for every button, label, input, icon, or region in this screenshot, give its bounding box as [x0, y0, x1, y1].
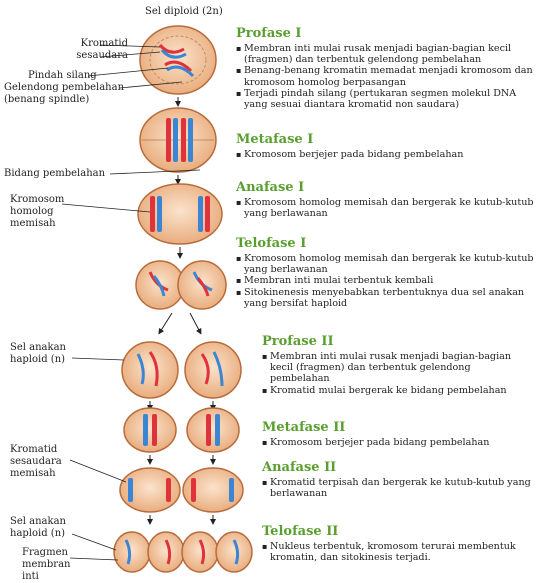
phase-item: Benang-benang kromatin memadat menjadi k… [236, 65, 536, 87]
phase-item: Kromosom berjejer pada bidang pembelahan [236, 149, 536, 160]
phase-anafase-1: Anafase I Kromosom homolog memisah dan b… [236, 180, 536, 219]
cell-telofase-1 [136, 261, 226, 309]
phase-telofase-2: Telofase II Nukleus terbentuk, kromosom … [262, 524, 532, 563]
phase-title: Telofase II [262, 524, 532, 539]
phase-title: Anafase I [236, 180, 536, 195]
cell-profase-1 [140, 26, 216, 94]
phase-title: Profase II [262, 334, 532, 349]
label-gelendong: Gelendong pembelahan (benang spindle) [4, 82, 136, 106]
phase-title: Metafase II [262, 420, 532, 435]
label-kromatid-memisah: Kromatid sesaudara memisah [10, 444, 74, 480]
label-sel-anakan-2: Sel anakan haploid (n) [10, 516, 78, 540]
phase-item: Sitokinenesis menyebabkan terbentuknya d… [236, 287, 536, 309]
phase-title: Telofase I [236, 236, 536, 251]
phase-item: Membran inti mulai rusak menjadi bagian-… [236, 43, 536, 65]
cell-metafase-1 [140, 108, 216, 172]
phase-item: Kromosom homolog memisah dan bergerak ke… [236, 253, 536, 275]
phase-item: Kromosom berjejer pada bidang pembelahan [262, 437, 532, 448]
phase-profase-1: Profase I Membran inti mulai rusak menja… [236, 26, 536, 110]
diagram-title: Sel diploid (2n) [145, 6, 223, 17]
label-sel-anakan-1: Sel anakan haploid (n) [10, 342, 78, 366]
phase-item: Kromatid mulai bergerak ke bidang pembel… [262, 385, 532, 396]
phase-item: Kromosom homolog memisah dan bergerak ke… [236, 197, 536, 219]
cells-telofase-2 [114, 532, 252, 572]
cell-anafase-1 [138, 184, 222, 244]
phase-item: Nukleus terbentuk, kromosom terurai memb… [262, 541, 532, 563]
cells-metafase-2 [124, 408, 239, 452]
phase-metafase-2: Metafase II Kromosom berjejer pada bidan… [262, 420, 532, 448]
phase-item: Terjadi pindah silang (pertukaran segmen… [236, 88, 536, 110]
phase-item: Membran inti mulai rusak menjadi bagian-… [262, 351, 532, 385]
phase-anafase-2: Anafase II Kromatid terpisah dan bergera… [262, 460, 532, 499]
phase-item: Membran inti mulai terbentuk kembali [236, 275, 536, 286]
label-kromatid-sesaudara: Kromatid sesaudara [56, 38, 128, 62]
phase-title: Anafase II [262, 460, 532, 475]
phase-metafase-1: Metafase I Kromosom berjejer pada bidang… [236, 132, 536, 160]
phase-telofase-1: Telofase I Kromosom homolog memisah dan … [236, 236, 536, 309]
cells-anafase-2 [120, 468, 243, 512]
phase-item: Kromatid terpisah dan bergerak ke kutub-… [262, 477, 532, 499]
phase-profase-2: Profase II Membran inti mulai rusak menj… [262, 334, 532, 396]
label-pindah-silang: Pindah silang [28, 70, 128, 82]
cells-profase-2 [122, 342, 241, 398]
phase-title: Metafase I [236, 132, 536, 147]
label-kromosom-homolog: Kromosom homolog memisah [10, 194, 70, 230]
label-bidang-pembelahan: Bidang pembelahan [4, 168, 114, 180]
phase-title: Profase I [236, 26, 536, 41]
